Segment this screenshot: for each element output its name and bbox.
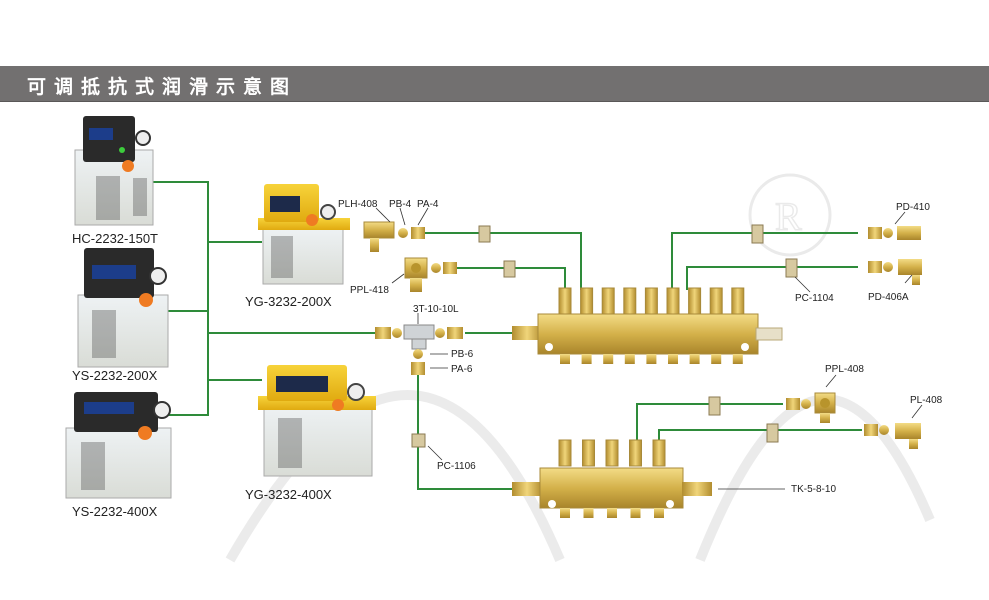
label-pc-1104: PC-1104: [795, 293, 834, 304]
bottom-screw: [603, 354, 614, 364]
pipe-pd406a: [686, 266, 858, 290]
outlet-fitting: [623, 287, 637, 315]
fitting-plh-408: [363, 221, 395, 252]
fitting-pl-408: [864, 423, 921, 449]
bottom-screw: [630, 508, 641, 518]
label-ppl-418: PPL-418: [350, 285, 389, 296]
label-ppl-408: PPL-408: [825, 364, 864, 375]
label-yg-3232-400x: YG-3232-400X: [245, 487, 332, 502]
label-yg-3232-200x: YG-3232-200X: [245, 294, 332, 309]
title-bar: 可调抵抗式润滑示意图: [0, 66, 989, 102]
label-3t-10-10l: 3T-10-10L: [413, 304, 459, 315]
outlet-fitting: [709, 287, 723, 315]
leader-lines: [375, 207, 923, 490]
pipe-hc150t: [152, 181, 209, 416]
outlet-fitting: [601, 287, 615, 315]
bottom-screw: [607, 508, 617, 518]
fitting-pb-4b: [431, 263, 441, 273]
label-hc-2232-150t: HC-2232-150T: [72, 231, 158, 246]
label-ys-2232-200x: YS-2232-200X: [72, 368, 158, 383]
bottom-screw: [560, 508, 570, 518]
outlet-fitting: [688, 287, 702, 315]
bottom-screw: [624, 354, 635, 364]
bottom-screw: [668, 354, 678, 364]
clamp: [766, 423, 779, 443]
fitting-pa-4b: [443, 262, 457, 274]
fitting-pd-410: [868, 226, 921, 240]
fitting-pb-6: [413, 349, 423, 359]
pipe-ppl418: [455, 267, 566, 290]
label-pb-6: PB-6: [451, 349, 474, 360]
pump-yg-3232-400x: [258, 365, 376, 477]
bottom-screw: [560, 354, 570, 364]
label-ys-2232-400x: YS-2232-400X: [72, 504, 158, 519]
bottom-screw: [581, 354, 592, 364]
outlet-fitting: [580, 287, 594, 315]
fitting-pa-4: [411, 227, 425, 239]
outlet-fitting: [629, 439, 642, 467]
clamp: [708, 396, 721, 416]
pump-ys-2232-200x: [77, 248, 169, 368]
fitting-pb-4: [398, 228, 408, 238]
label-tk-5-8-10: TK-5-8-10: [791, 484, 836, 495]
outlet-fitting: [644, 287, 658, 315]
clamp: [785, 258, 798, 278]
label-pl-408: PL-408: [910, 395, 943, 406]
lower-distributor: [512, 439, 712, 518]
upper-distributor: [512, 287, 783, 364]
label-pa-4: PA-4: [417, 199, 439, 210]
fitting-ppl-418: [404, 257, 428, 292]
label-plh-408: PLH-408: [338, 199, 378, 210]
pump-hc-2232-150t: [74, 116, 154, 226]
fitting-3t-10-10l: [375, 324, 463, 350]
outlet-fitting: [666, 287, 680, 315]
pipe-pa4: [425, 232, 582, 290]
fitting-pa-6: [411, 362, 425, 375]
bottom-screw: [732, 354, 743, 364]
fitting-pd-406a: [868, 259, 922, 285]
label-pd-410: PD-410: [896, 202, 930, 213]
clamp: [478, 225, 491, 243]
bottom-screw: [646, 354, 657, 364]
outlet-fitting: [731, 287, 745, 315]
outlet-fitting: [558, 287, 572, 315]
bottom-screw: [583, 508, 594, 518]
outlet-fitting: [582, 439, 595, 467]
label-pc-1106: PC-1106: [437, 461, 476, 472]
label-pb-4: PB-4: [389, 199, 412, 210]
pipe-network: [152, 181, 862, 490]
bottom-screw: [689, 354, 700, 364]
clamp-pc-1106: [411, 433, 426, 448]
clamp: [751, 224, 764, 244]
fitting-ppl-408: [786, 392, 836, 423]
outlet-fitting: [652, 439, 666, 467]
outlet-fitting: [558, 439, 572, 467]
pipe-ppl408: [636, 403, 783, 442]
pipe-pl408: [658, 429, 862, 442]
clamp: [503, 260, 516, 278]
label-pd-406a: PD-406A: [868, 292, 909, 303]
bottom-screw: [711, 354, 722, 364]
page-title: 可调抵抗式润滑示意图: [27, 76, 298, 98]
pump-ys-2232-400x: [65, 392, 172, 499]
bottom-screw: [654, 508, 664, 518]
pipe-pd410: [671, 232, 858, 290]
pump-yg-3232-200x: [258, 184, 350, 285]
outlet-fitting: [605, 439, 619, 467]
label-pa-6: PA-6: [451, 364, 473, 375]
pipe-lower-feed: [417, 375, 512, 490]
